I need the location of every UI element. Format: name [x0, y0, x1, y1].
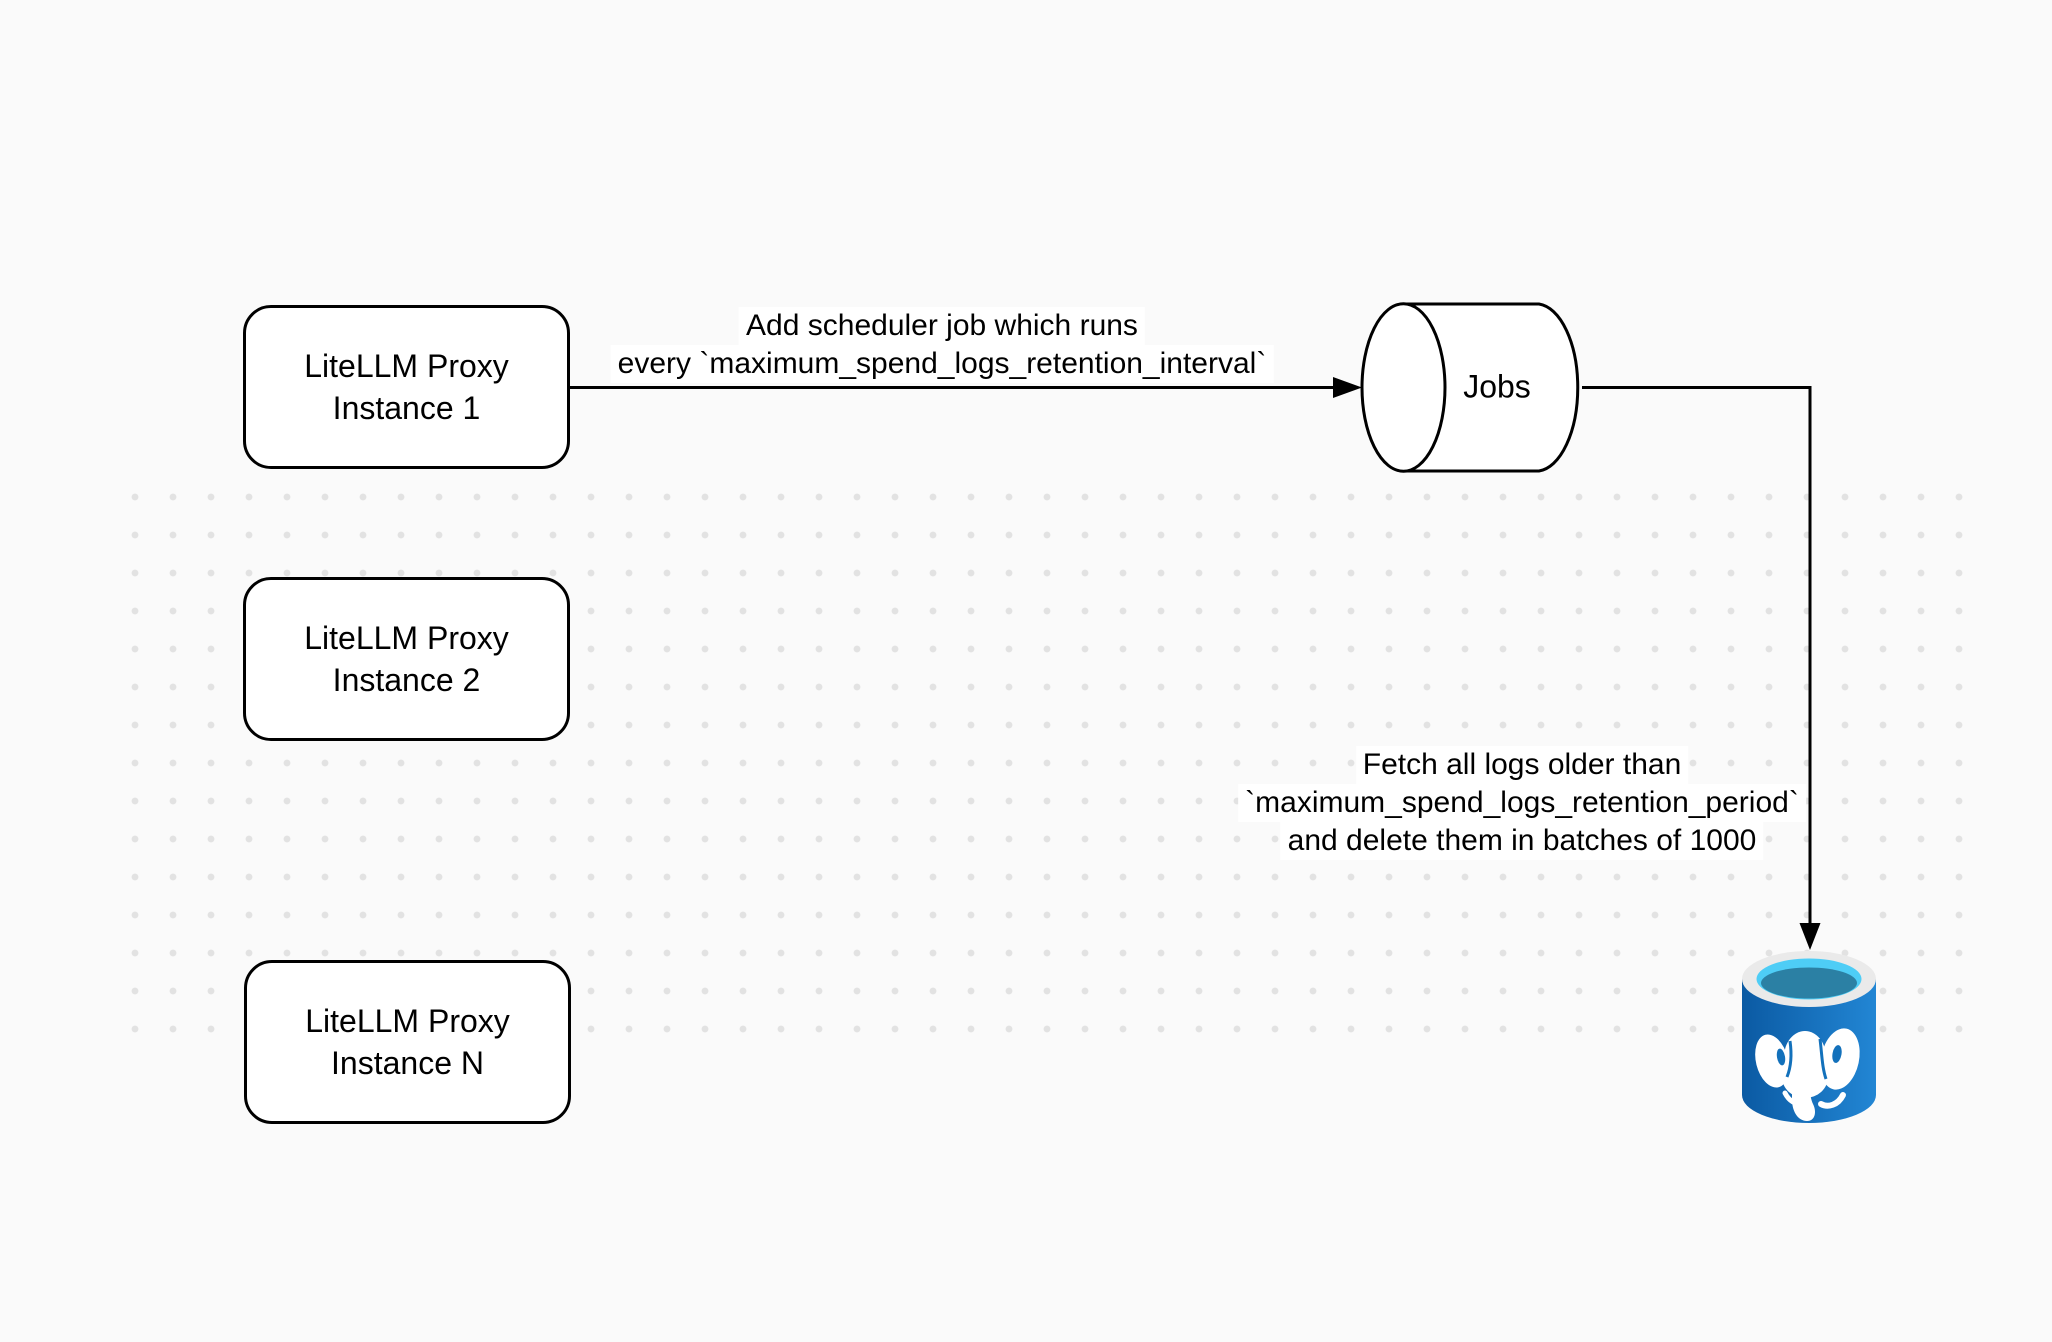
node-label-line: Instance N — [331, 1045, 484, 1081]
postgresql-database-icon — [1742, 951, 1876, 1123]
edge-label-line: Add scheduler job which runs — [739, 307, 1145, 345]
node-label-line: Instance 1 — [332, 390, 481, 426]
edge-label-line: Fetch all logs older than — [1355, 746, 1689, 784]
edge-label-line: every `maximum_spend_logs_retention_inte… — [610, 345, 1274, 383]
node-label-line: LiteLLM Proxy — [304, 620, 509, 656]
node-label-line: LiteLLM Proxy — [305, 1003, 510, 1039]
node-label-line: LiteLLM Proxy — [304, 348, 509, 384]
node-litellm-proxy-instance-1: LiteLLM Proxy Instance 1 — [243, 305, 570, 469]
jobs-queue-label: Jobs — [1463, 368, 1531, 405]
edge-label-fetch-delete: Fetch all logs older than `maximum_spend… — [1238, 746, 1806, 860]
edge-label-scheduler-job: Add scheduler job which runs every `maxi… — [610, 307, 1274, 383]
node-litellm-proxy-instance-n: LiteLLM Proxy Instance N — [244, 960, 571, 1124]
node-label-line: Instance 2 — [332, 662, 481, 698]
node-litellm-proxy-instance-2: LiteLLM Proxy Instance 2 — [243, 577, 570, 741]
postgresql-elephant-icon — [1755, 1028, 1860, 1121]
arrowhead-right-icon — [1333, 377, 1362, 398]
edge-label-line: and delete them in batches of 1000 — [1280, 822, 1764, 860]
edge-label-line: `maximum_spend_logs_retention_period` — [1238, 784, 1806, 822]
